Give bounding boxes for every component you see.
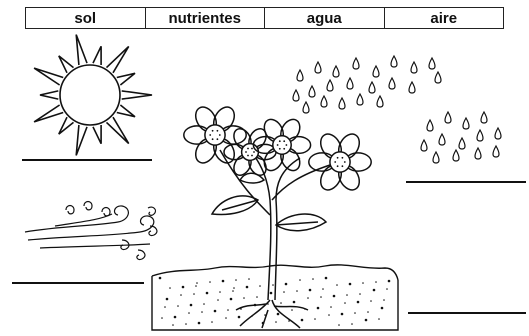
word-bank-aire: aire <box>430 9 458 27</box>
word-bank: sol nutrientes agua aire <box>25 7 504 29</box>
word-bank-sol: sol <box>26 8 146 28</box>
wind-icon <box>24 200 158 261</box>
soil-icon <box>151 264 399 331</box>
sun-icon <box>33 34 153 156</box>
flowering-plant-icon <box>183 106 372 329</box>
word-bank-agua: agua <box>265 8 385 28</box>
word-bank-nutrientes: nutrientes <box>146 8 265 28</box>
answer-line-soil[interactable] <box>408 312 526 314</box>
answer-line-sun[interactable] <box>22 159 152 161</box>
answer-line-water[interactable] <box>406 181 526 183</box>
raindrops-icon-small <box>420 110 502 164</box>
raindrops-icon <box>292 54 442 114</box>
answer-line-air[interactable] <box>12 282 144 284</box>
